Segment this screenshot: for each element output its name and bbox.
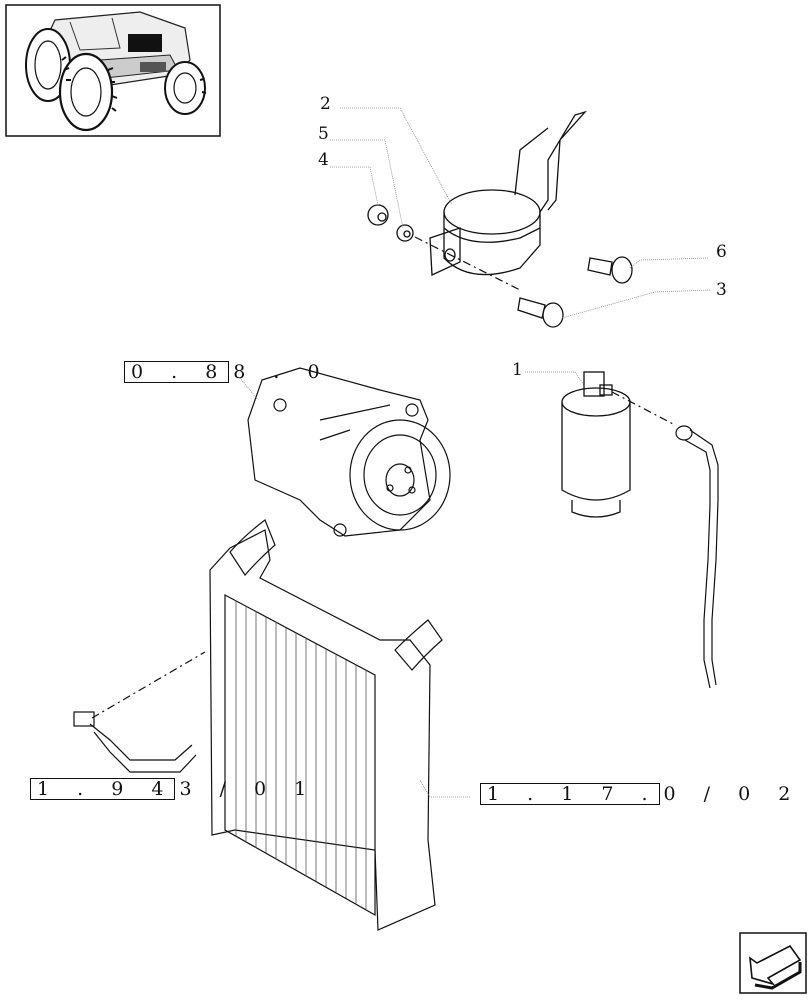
callout-2: 2 [320, 94, 331, 114]
condenser [209, 519, 443, 931]
reference-tail-code: 0 / 0 2 [663, 783, 802, 805]
clamp-bracket [429, 110, 588, 276]
callout-6: 6 [716, 242, 727, 262]
nut-washer-set [367, 204, 414, 242]
ac-compressor [247, 367, 451, 537]
callout-1: 1 [512, 360, 523, 380]
previous-page-arrow-icon[interactable] [739, 932, 807, 994]
reference-tail-code: 3 / 0 1 [179, 778, 318, 800]
reference-boxed-code: 1 . 9 4 [30, 778, 176, 800]
bolt-parts [517, 256, 633, 328]
callout-5: 5 [318, 124, 329, 144]
reference-condenser[interactable]: 1 . 1 7 .0 / 0 2 [480, 783, 801, 805]
callout-4: 4 [318, 150, 329, 170]
leader-lines [239, 107, 711, 798]
temperature-sensor [73, 711, 197, 773]
callout-3: 3 [716, 280, 727, 300]
reference-boxed-code: 0 . 8 [124, 361, 230, 383]
refrigerant-pipe [675, 425, 719, 689]
reference-tail-code: 8 . 0 [233, 361, 331, 383]
condenser-fins [235, 600, 367, 909]
reference-boxed-code: 1 . 1 7 . [480, 783, 660, 805]
tractor-thumbnail-icon [5, 4, 221, 137]
receiver-drier [561, 371, 631, 518]
